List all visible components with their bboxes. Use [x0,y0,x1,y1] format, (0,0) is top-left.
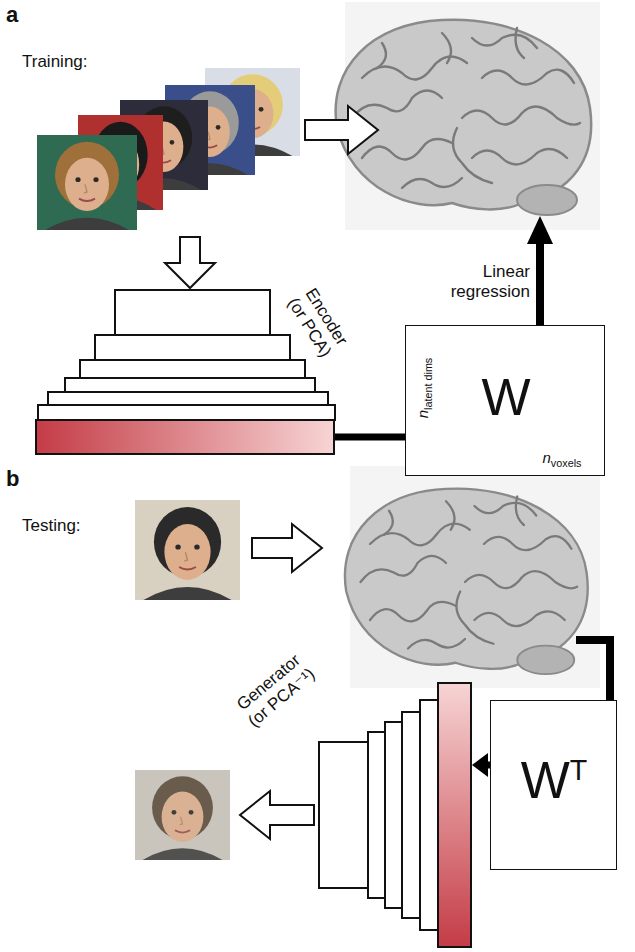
generator-stack: Generator (or PCA⁻¹) [318,682,472,948]
test-face [143,507,231,600]
readout-line [576,640,610,700]
generator-label: Generator (or PCA⁻¹) [225,644,325,737]
hollow-arrow [305,106,378,154]
hollow-arrow [165,237,215,288]
section-label: Testing: [22,516,81,536]
matrix-symbol: W [481,368,530,428]
transpose-matrix-box: WT [490,700,617,870]
connector [472,753,490,777]
arrow-label: Linear regression [440,262,530,301]
dimension-label: nvoxels [543,449,582,469]
weight-matrix-box: Wnlatent dims nvoxels [405,325,605,476]
encoder-stack: Encoder (or PCA) [35,290,335,455]
regression-arrow [536,242,544,325]
encoder-label: Encoder (or PCA) [280,277,357,367]
brain-figure [336,20,592,215]
face-stack [37,68,300,230]
hollow-arrow [252,524,322,572]
connector [335,437,405,438]
reconstructed-face [135,770,230,860]
matrix-symbol: WT [521,751,588,811]
brain-figure [345,489,588,675]
reconstructed-face [143,776,223,860]
regression-arrow-head [527,216,553,244]
panel-letter: b [6,466,19,491]
section-label: Training: [22,52,88,72]
test-face [135,500,240,600]
panel-letter: a [6,2,18,27]
hollow-arrow [240,791,314,839]
dimension-label: nlatent dims [414,358,434,419]
